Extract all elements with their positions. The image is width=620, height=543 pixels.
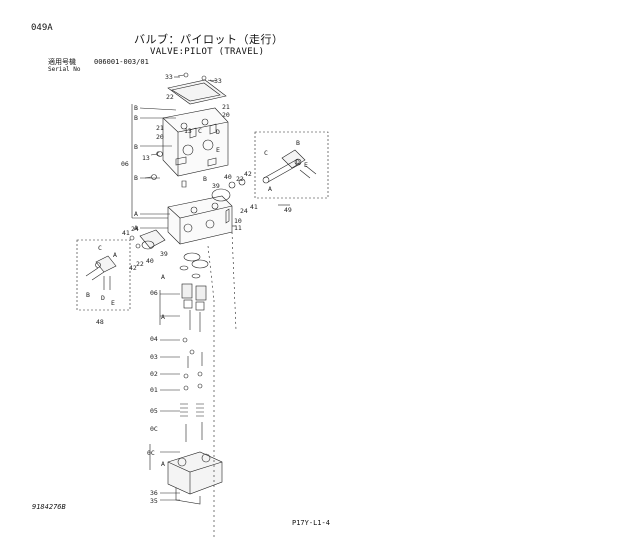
callout: 20 — [156, 133, 164, 141]
callout: 42 — [129, 264, 137, 272]
callout: D — [216, 128, 220, 136]
callout: B — [296, 139, 300, 147]
callout: B — [134, 174, 138, 182]
callout: A — [161, 313, 165, 321]
page-reference: P17Y-L1-4 — [292, 519, 330, 527]
callout: 33 — [165, 73, 173, 81]
callout: B — [134, 143, 138, 151]
callout: E — [304, 161, 308, 169]
callout: 39 — [212, 182, 220, 190]
callout: 04 — [150, 335, 158, 343]
callout: A — [134, 224, 138, 232]
callout: C — [264, 149, 268, 157]
callout: 22 — [166, 93, 174, 101]
serial-label-jp: 適用号機 — [48, 58, 76, 66]
callout: A — [113, 251, 117, 259]
callout: B — [86, 291, 90, 299]
callout: 03 — [150, 353, 158, 361]
callout: 22 — [236, 175, 244, 183]
serial-value: 006001-003/01 — [94, 58, 149, 66]
callout: 10 — [234, 217, 242, 225]
page-title-en: VALVE:PILOT (TRAVEL) — [150, 47, 265, 57]
drawing-number: 9184276B — [32, 503, 66, 511]
callout: 20 — [222, 111, 230, 119]
callout: A — [134, 210, 138, 218]
callout: 0C — [147, 449, 155, 457]
callout: D — [101, 294, 105, 302]
callout: 06 — [121, 160, 129, 168]
callout: 24 — [240, 207, 248, 215]
callout: A — [161, 460, 165, 468]
callout: B — [203, 175, 207, 183]
callout: D — [296, 158, 300, 166]
callout: C — [156, 150, 160, 158]
callout: E — [216, 146, 220, 154]
callout: 24 — [131, 225, 139, 233]
callout: 39 — [160, 250, 168, 258]
callout: 33 — [214, 77, 222, 85]
section-code: 049A — [31, 23, 53, 33]
callout: 01 — [150, 386, 158, 394]
callout: 22 — [136, 260, 144, 268]
callout: 35 — [150, 497, 158, 505]
callout: C — [198, 127, 202, 135]
callout: 42 — [244, 170, 252, 178]
callout: 06 — [150, 289, 158, 297]
callout: 11 — [234, 224, 242, 232]
callout: 0C — [150, 425, 158, 433]
callout: E — [111, 299, 115, 307]
callout: A — [161, 273, 165, 281]
callout: 41 — [122, 229, 130, 237]
serial-label-en: Serial No — [48, 66, 81, 73]
diagram-linework — [76, 72, 329, 540]
callout: 02 — [150, 370, 158, 378]
callout: 05 — [150, 407, 158, 415]
callout: 36 — [150, 489, 158, 497]
page-title-jp: バルブ：パイロット（走行） — [134, 33, 284, 46]
callout: B — [134, 104, 138, 112]
callout: 41 — [250, 203, 258, 211]
callout: B — [134, 114, 138, 122]
callout: 21 — [156, 124, 164, 132]
callout: C — [98, 244, 102, 252]
callout: A — [268, 185, 272, 193]
callout: 21 — [222, 103, 230, 111]
callout: 40 — [146, 257, 154, 265]
callout: 49 — [284, 206, 292, 214]
callout: 13 — [184, 127, 192, 135]
callout: 48 — [96, 318, 104, 326]
callout: 13 — [142, 154, 150, 162]
callout: 40 — [224, 173, 232, 181]
callout-labels: 33 33 22 21 20 21 20 13 13 B B B B B C D… — [86, 73, 308, 505]
